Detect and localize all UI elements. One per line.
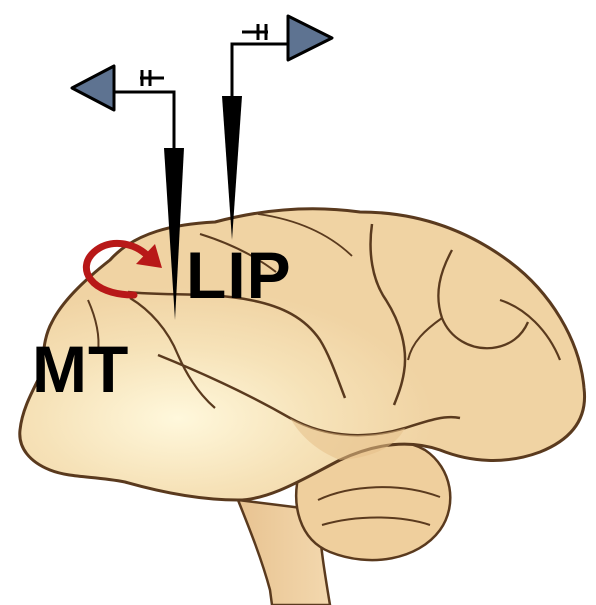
amplifier-triangle-icon (288, 16, 332, 60)
amplifier-triangle-icon (72, 66, 114, 110)
capacitor-symbol-icon (140, 70, 164, 86)
electrode-lip (222, 16, 332, 240)
label-lip: LIP (186, 238, 292, 312)
electrode-wire (112, 92, 174, 150)
monkey-brain (20, 209, 585, 605)
capacitor-symbol-icon (242, 24, 268, 40)
electrode-wire (232, 44, 288, 98)
label-mt: MT (32, 332, 129, 406)
